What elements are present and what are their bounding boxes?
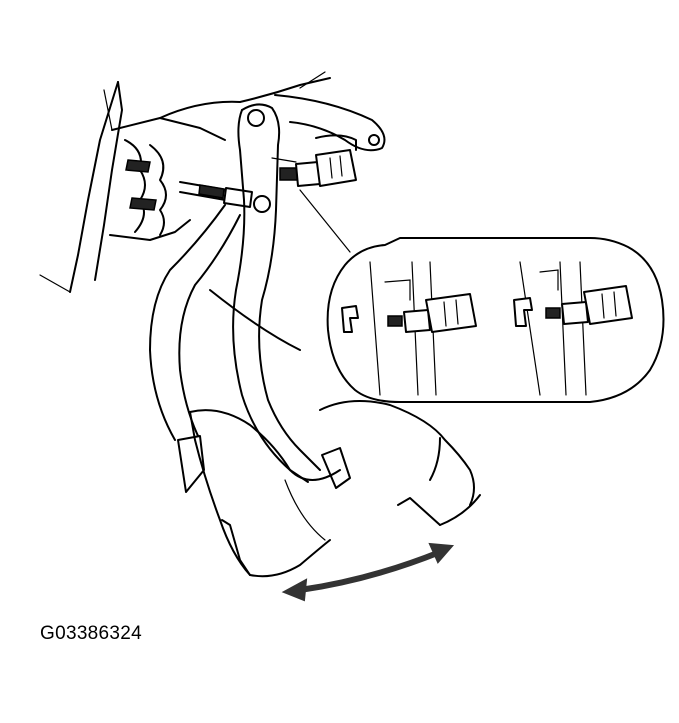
stop-lamp-switch bbox=[271, 134, 357, 187]
clevis-pin bbox=[253, 195, 271, 213]
bracket-bolt-hole bbox=[368, 134, 380, 146]
booster-bracket bbox=[109, 100, 241, 241]
pivot-bolt bbox=[247, 109, 265, 127]
callout-leader bbox=[299, 189, 351, 253]
brake-pedal-arm bbox=[232, 103, 321, 483]
clutch-pedal-arm bbox=[149, 204, 301, 441]
pedal-bracket bbox=[239, 71, 386, 152]
pushrod bbox=[179, 181, 253, 208]
pedal-pads bbox=[177, 435, 351, 493]
pedal-motion-arrow bbox=[281, 542, 455, 602]
switch-detail-left bbox=[341, 261, 477, 396]
arrow-head-right bbox=[428, 542, 455, 564]
firewall-panel bbox=[39, 81, 123, 293]
figure-id-label: G03386324 bbox=[40, 623, 143, 644]
driver-foot bbox=[189, 400, 481, 578]
switch-detail-callout bbox=[326, 237, 665, 403]
switch-detail-right bbox=[513, 261, 633, 396]
arrow-head-left bbox=[281, 578, 308, 602]
